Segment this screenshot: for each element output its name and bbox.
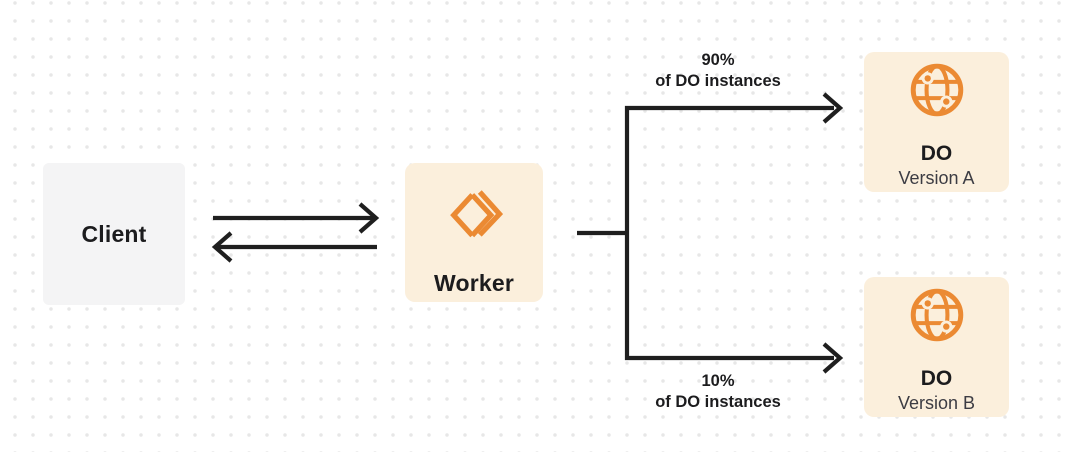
workers-logo-icon (450, 190, 503, 238)
top-branch-label: 90% of DO instances (608, 50, 828, 92)
do-version-a-node: DO Version A (864, 52, 1009, 192)
do-b-subtitle: Version B (897, 393, 976, 414)
durable-object-globe-icon (910, 63, 963, 117)
bottom-branch-label: 10% of DO instances (608, 371, 828, 413)
do-a-title: DO (920, 142, 953, 165)
top-branch-caption: of DO instances (655, 72, 781, 90)
worker-node: Worker (405, 163, 543, 302)
do-b-title: DO (920, 367, 953, 390)
do-a-subtitle: Version A (898, 168, 975, 189)
client-label: Client (81, 220, 147, 247)
bottom-branch-percent: 10% (701, 372, 735, 390)
arrowhead-right-icon (822, 342, 844, 374)
arrowhead-left-icon (211, 231, 233, 263)
durable-object-globe-icon (910, 288, 963, 342)
worker-label: Worker (433, 270, 515, 296)
client-node: Client (43, 163, 185, 305)
branch-elbow (624, 105, 834, 361)
arrowhead-right-icon (822, 92, 844, 124)
top-branch-percent: 90% (701, 51, 735, 69)
arrowhead-right-icon (358, 202, 380, 234)
bottom-branch-caption: of DO instances (655, 393, 781, 411)
do-version-b-node: DO Version B (864, 277, 1009, 417)
